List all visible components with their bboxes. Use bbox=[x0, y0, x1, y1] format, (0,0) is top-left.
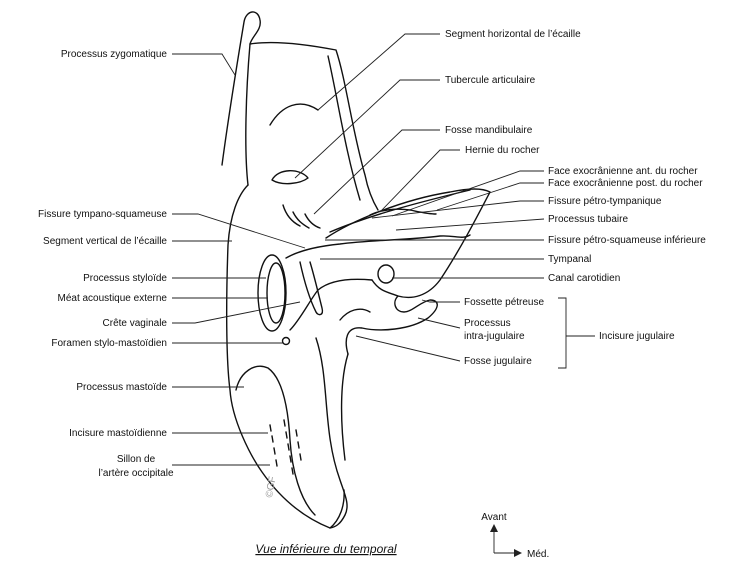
label-canal-carotidien: Canal carotidien bbox=[548, 273, 620, 284]
styloid-process bbox=[299, 261, 324, 316]
label-fossette-petreuse: Fossette pétreuse bbox=[464, 297, 544, 308]
leader-lines bbox=[172, 33, 595, 466]
acoustic-meatus-inner bbox=[266, 262, 286, 324]
orientation-right-label: Méd. bbox=[527, 549, 549, 560]
orientation-up-label: Avant bbox=[481, 512, 507, 523]
tympanic-lower bbox=[289, 278, 373, 331]
orientation-arrowhead-up bbox=[490, 524, 498, 532]
labels-left: Processus zygomatique Fissure tympano-sq… bbox=[38, 49, 174, 479]
label-tubercule-articulaire: Tubercule articulaire bbox=[445, 75, 536, 86]
jugular-fossa-edge bbox=[339, 308, 371, 321]
fossa-arc-2 bbox=[282, 204, 301, 227]
medial-border bbox=[340, 353, 349, 461]
zygomatic-process-outline bbox=[221, 11, 261, 186]
fossa-arc-1 bbox=[269, 103, 319, 126]
bone-drawing bbox=[221, 11, 491, 529]
label-hernie-rocher: Hernie du rocher bbox=[465, 145, 540, 156]
label-fissure-tympano-squameuse: Fissure tympano-squameuse bbox=[38, 209, 167, 220]
carotid-canal bbox=[377, 264, 395, 284]
label-fissure-petro-tympanique: Fissure pétro-tympanique bbox=[548, 196, 662, 207]
label-meat-acoustique: Méat acoustique externe bbox=[57, 293, 167, 304]
label-crete-vaginale: Crête vaginale bbox=[103, 318, 168, 329]
acoustic-meatus-outer bbox=[257, 254, 287, 332]
label-fissure-petro-squameuse: Fissure pétro-squameuse inférieure bbox=[548, 235, 706, 246]
squama-horizontal-outline bbox=[249, 41, 379, 211]
label-face-anterieure: Face exocrânienne ant. du rocher bbox=[548, 166, 698, 177]
orientation-arrowhead-right bbox=[514, 549, 522, 557]
tympanic-plate bbox=[285, 234, 471, 259]
label-processus-intra-line2: intra-jugulaire bbox=[464, 331, 525, 342]
jugular-notch-outline bbox=[345, 295, 438, 355]
label-sillon-artere-line1: Sillon de bbox=[117, 454, 156, 465]
label-fosse-jugulaire: Fosse jugulaire bbox=[464, 356, 532, 367]
squama-inner-ridge bbox=[327, 55, 361, 201]
fossa-arc-3 bbox=[292, 211, 310, 229]
label-incisure-jugulaire: Incisure jugulaire bbox=[599, 331, 675, 342]
figure-caption: Vue inférieure du temporal bbox=[255, 542, 397, 556]
label-sillon-artere-line2: l’artère occipitale bbox=[98, 468, 173, 479]
label-processus-styloide: Processus styloïde bbox=[83, 273, 167, 284]
label-foramen-stylo-mastoidien: Foramen stylo-mastoïdien bbox=[51, 338, 167, 349]
mastoid-groove-marks bbox=[269, 419, 302, 475]
mastoid-medial-edge bbox=[315, 337, 348, 529]
fossa-arc-4 bbox=[304, 213, 321, 229]
label-incisure-mastoidienne: Incisure mastoïdienne bbox=[69, 428, 167, 439]
label-processus-mastoide: Processus mastoïde bbox=[76, 382, 167, 393]
label-tympanal: Tympanal bbox=[548, 254, 591, 265]
orientation-indicator: Avant Méd. bbox=[481, 512, 549, 560]
label-face-posterieure: Face exocrânienne post. du rocher bbox=[548, 178, 703, 189]
mastoid-process-outline bbox=[235, 365, 316, 516]
stylomastoid-foramen bbox=[281, 336, 291, 346]
articular-tubercle bbox=[271, 170, 309, 185]
lateral-contour bbox=[225, 184, 345, 529]
label-processus-zygomatique: Processus zygomatique bbox=[61, 49, 168, 60]
label-segment-horizontal: Segment horizontal de l’écaille bbox=[445, 29, 581, 40]
labels-right: Segment horizontal de l’écaille Tubercul… bbox=[445, 29, 706, 367]
label-processus-intra-line1: Processus bbox=[464, 318, 511, 329]
label-fosse-mandibulaire: Fosse mandibulaire bbox=[445, 125, 533, 136]
label-processus-tubaire: Processus tubaire bbox=[548, 214, 628, 225]
copyright-watermark: ©GF bbox=[264, 476, 279, 499]
label-segment-vertical: Segment vertical de l’écaille bbox=[43, 236, 167, 247]
